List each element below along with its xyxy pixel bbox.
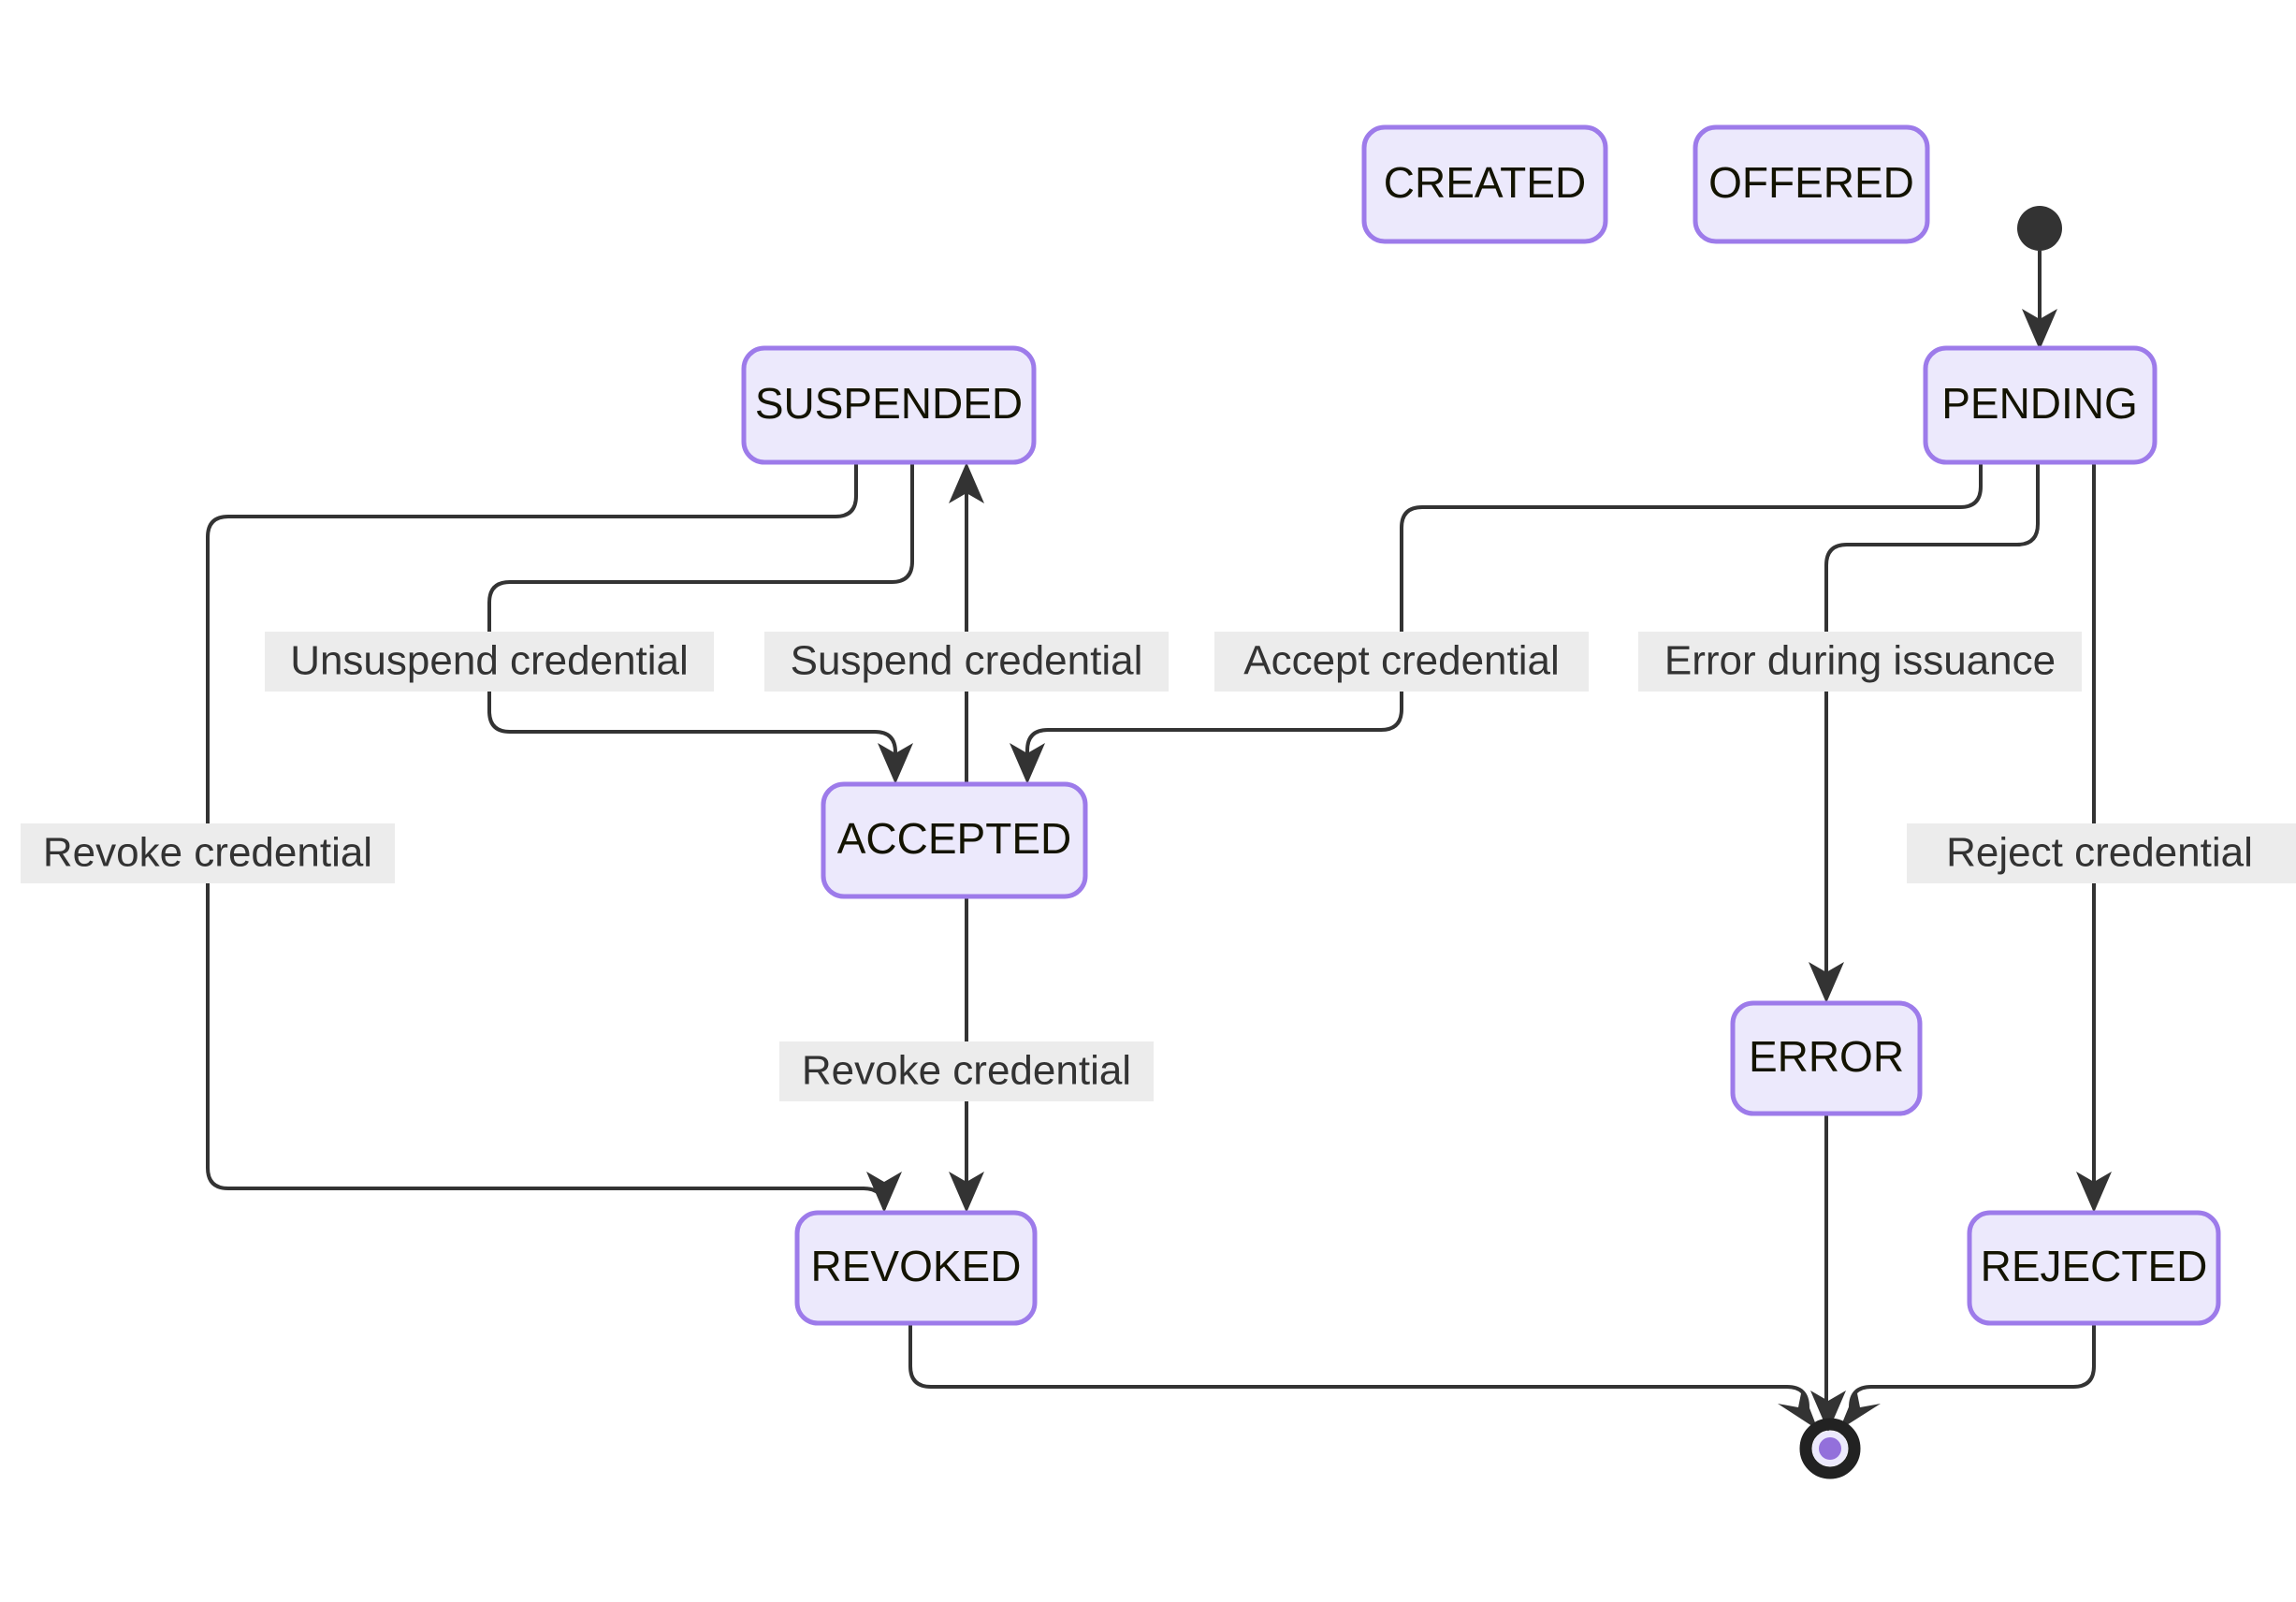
- edge-path: [1025, 462, 1983, 765]
- nodes-layer: CREATED OFFERED PENDING SUSPENDED ACCEPT…: [741, 124, 2221, 1326]
- edge-path: [908, 1323, 1809, 1413]
- edge-path: [1824, 462, 2040, 983]
- edge-path: [1849, 1323, 2096, 1413]
- state-box: [1730, 1000, 1923, 1116]
- label-text: Revoke credential: [43, 830, 372, 876]
- state-label: ACCEPTED: [837, 814, 1071, 863]
- label-revoke-credential-mid: Revoke credential: [779, 1041, 1154, 1101]
- end-state-core-icon: [1819, 1437, 1841, 1460]
- label-background: [265, 632, 714, 692]
- label-background: [1638, 632, 2082, 692]
- start-node[interactable]: [2017, 206, 2062, 251]
- label-background: [1214, 632, 1589, 692]
- state-label: CREATED: [1384, 158, 1586, 207]
- state-node-suspended[interactable]: SUSPENDED: [741, 345, 1037, 465]
- state-box: [1923, 345, 2158, 465]
- arrow-head-down: [2022, 309, 2057, 350]
- state-label: OFFERED: [1708, 158, 1914, 207]
- arrow-head-converge-right: [1839, 1389, 1881, 1430]
- edge-rejected-to-end[interactable]: [1839, 1323, 2096, 1430]
- edge-revoked-to-end[interactable]: [908, 1323, 1818, 1430]
- label-text: Error during issuance: [1664, 638, 2056, 684]
- label-error-during-issuance: Error during issuance: [1638, 632, 2082, 692]
- state-box: [1967, 1210, 2221, 1326]
- state-label: REVOKED: [811, 1242, 1022, 1290]
- label-text: Reject credential: [1946, 830, 2253, 876]
- state-label: ERROR: [1749, 1032, 1904, 1081]
- edges-layer: [206, 251, 2112, 1432]
- arrow-head-down: [1010, 743, 1045, 784]
- label-accept-credential: Accept credential: [1214, 632, 1589, 692]
- label-background: [1907, 823, 2296, 883]
- arrow-head-down: [1809, 962, 1844, 1003]
- edge-pending-to-accepted[interactable]: [1010, 462, 1983, 784]
- label-background: [764, 632, 1169, 692]
- label-background: [21, 823, 395, 883]
- arrow-head-down: [2076, 1172, 2112, 1213]
- arrow-head-up: [949, 462, 984, 503]
- label-unsuspend-credential: Unsuspend credential: [265, 632, 714, 692]
- edge-error-to-end[interactable]: [1810, 1114, 1846, 1432]
- state-node-rejected[interactable]: REJECTED: [1967, 1210, 2221, 1326]
- label-text: Suspend credential: [791, 638, 1143, 684]
- label-revoke-credential-left: Revoke credential: [21, 823, 395, 883]
- edge-start-to-pending[interactable]: [2022, 251, 2057, 350]
- state-label: SUSPENDED: [755, 379, 1023, 428]
- state-node-accepted[interactable]: ACCEPTED: [821, 781, 1088, 899]
- edge-labels-layer: Unsuspend credential Suspend credential …: [21, 632, 2296, 1101]
- state-node-created[interactable]: CREATED: [1361, 124, 1608, 244]
- label-text: Unsuspend credential: [290, 638, 689, 684]
- state-node-revoked[interactable]: REVOKED: [794, 1210, 1038, 1326]
- start-state-circle-icon: [2017, 206, 2062, 251]
- edge-path: [487, 462, 914, 765]
- end-node[interactable]: [1799, 1418, 1861, 1479]
- state-node-offered[interactable]: OFFERED: [1693, 124, 1930, 244]
- state-box: [1361, 124, 1608, 244]
- arrow-head-converge-left: [1778, 1389, 1818, 1430]
- label-text: Revoke credential: [802, 1048, 1131, 1094]
- label-text: Accept credential: [1243, 638, 1560, 684]
- state-box: [1693, 124, 1930, 244]
- arrow-head-down: [878, 743, 913, 784]
- state-label: REJECTED: [1981, 1242, 2208, 1290]
- edge-pending-to-error[interactable]: [1809, 462, 2040, 1003]
- state-box: [821, 781, 1088, 899]
- label-suspend-credential: Suspend credential: [764, 632, 1169, 692]
- state-node-error[interactable]: ERROR: [1730, 1000, 1923, 1116]
- arrow-head-down: [866, 1172, 902, 1213]
- end-state-outer-ring-icon: [1799, 1418, 1861, 1479]
- arrow-head-down: [1810, 1391, 1846, 1432]
- state-label: PENDING: [1941, 379, 2138, 428]
- label-reject-credential: Reject credential: [1907, 823, 2296, 883]
- state-box: [794, 1210, 1038, 1326]
- state-box: [741, 345, 1037, 465]
- arrow-head-down: [949, 1172, 984, 1213]
- state-node-pending[interactable]: PENDING: [1923, 345, 2158, 465]
- label-background: [779, 1041, 1154, 1101]
